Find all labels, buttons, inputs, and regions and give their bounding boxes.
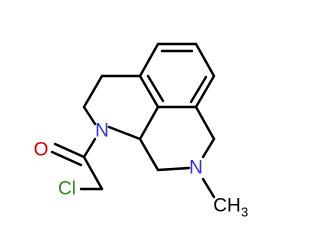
bond-ring-lower-right <box>194 74 216 109</box>
structure-canvas: N N O Cl CH 3 <box>33 42 249 220</box>
bond-ring-lower-left-inner <box>146 74 165 103</box>
bond-carbonyl-double <box>53 142 86 159</box>
bond-ch2-ch <box>138 137 160 172</box>
bond-ring-upper-right <box>194 42 216 78</box>
nitrogen-atom-label: N <box>95 121 109 142</box>
bond-ring-lower-left <box>138 74 160 109</box>
oxygen-atom-label: O <box>34 140 49 161</box>
bond-n1-carbonyl <box>82 137 97 159</box>
methyl-subscript: 3 <box>241 205 248 220</box>
nitrogen-atom-label-methyl: N <box>189 158 203 179</box>
bond-n1-ch <box>107 125 142 141</box>
bond-ring-lower-right-inner <box>189 75 208 104</box>
bond-ring-upper-left <box>138 42 160 78</box>
bond-ch2-n1 <box>82 105 97 126</box>
bond-n2-ch2 <box>156 166 191 172</box>
bond-carbonyl-ch2 <box>82 155 104 191</box>
molecule-structure: N N O Cl CH 3 <box>34 42 248 220</box>
bond-n2-methyl <box>201 177 216 199</box>
bond-aromatic-ch2 <box>194 105 216 141</box>
bond-carbonyl-double-inner <box>50 150 83 167</box>
methyl-group-label: CH <box>213 196 240 217</box>
bond-ch-aromatic <box>138 105 160 141</box>
bond-ch2-ch2 <box>82 74 104 109</box>
chlorine-atom-label: Cl <box>58 179 76 200</box>
bond-ch2-n2 <box>201 137 216 159</box>
